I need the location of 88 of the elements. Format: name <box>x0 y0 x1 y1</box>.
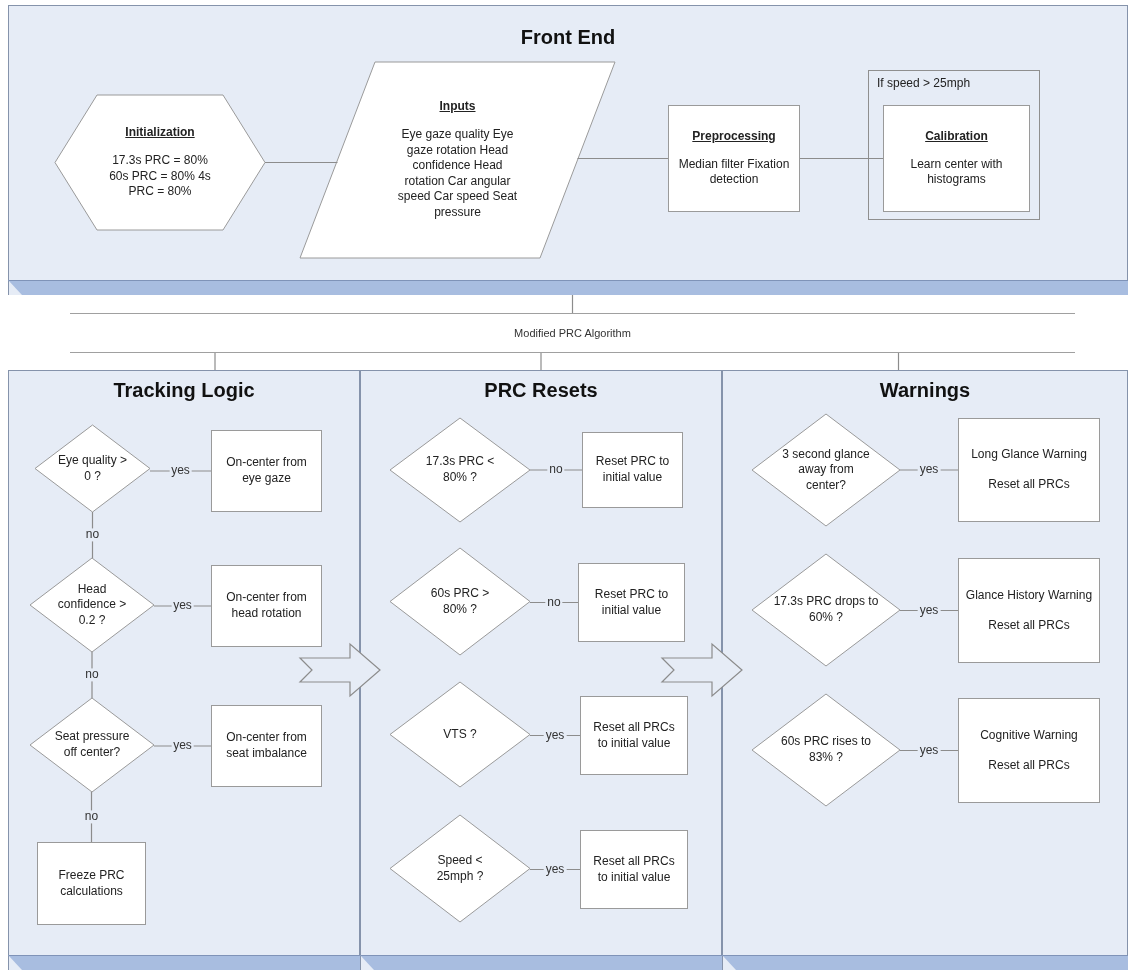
heading-text: Calibration <box>925 129 988 145</box>
condition-text: 3 second glance away from center? <box>781 446 871 494</box>
process-box <box>580 830 688 909</box>
box-text: Reset all PRCs <box>988 617 1070 634</box>
box-text: Reset all PRCs to initial value <box>592 853 676 886</box>
decision-diamond <box>390 548 530 655</box>
connector-line <box>149 470 212 472</box>
process-box <box>958 418 1100 522</box>
process-box <box>578 563 685 642</box>
edge-label: yes <box>917 463 941 477</box>
edge-label: no <box>83 668 101 682</box>
decision-diamond <box>390 815 530 922</box>
decision-diamond <box>752 414 900 526</box>
condition-text: Head confidence > 0.2 ? <box>56 581 128 629</box>
box-text: Reset all PRCs <box>988 757 1070 774</box>
panel <box>8 370 360 970</box>
box-text: On-center from eye gaze <box>225 455 308 487</box>
box-text: Learn center with histograms <box>909 156 1004 188</box>
process-box <box>883 105 1030 212</box>
band-label: Modified PRC Algorithm <box>514 327 631 339</box>
decision-diamond <box>390 418 530 522</box>
condition-label: If speed > 25mph <box>877 76 971 90</box>
box-text: Freeze PRC calculations <box>57 867 126 900</box>
process-box <box>580 696 688 775</box>
edge-label: yes <box>169 464 192 478</box>
connector-line <box>264 161 339 164</box>
box-text: Median filter Fixation detection <box>677 156 791 188</box>
heading-text: Initialization <box>125 125 195 141</box>
connector-line <box>214 352 216 371</box>
connector-line <box>571 294 574 314</box>
shape-text: Eye gaze quality Eye gaze rotation Head confidence Head rotation Car angular speed Car speed Seat pressure <box>397 127 518 221</box>
decision-diamond <box>30 558 154 652</box>
panel-title: Tracking Logic <box>112 379 256 402</box>
decision-diamond <box>35 425 150 512</box>
condition-text: 17.3s PRC drops to 60% ? <box>773 594 879 626</box>
condition-text: Seat pressure off center? <box>53 729 131 761</box>
decision-diamond <box>752 694 900 806</box>
connector-line <box>799 157 884 160</box>
box-text: Reset all PRCs to initial value <box>592 719 676 752</box>
condition-text: Speed < 25mph ? <box>435 852 485 885</box>
panel-title: PRC Resets <box>483 379 599 402</box>
condition-frame <box>868 70 1040 220</box>
edge-label: yes <box>171 739 194 753</box>
connector-line <box>90 791 93 843</box>
process-box <box>958 698 1100 803</box>
connector-line <box>576 157 669 160</box>
panel-title: Warnings <box>878 379 972 402</box>
panel-title: Front End <box>519 26 617 49</box>
heading-text: Preprocessing <box>692 129 776 145</box>
box-text: Long Glance Warning <box>971 447 1087 463</box>
panel <box>360 370 722 970</box>
condition-text: 60s PRC rises to 83% ? <box>780 734 872 766</box>
process-box <box>211 430 322 512</box>
process-box <box>211 705 322 787</box>
decision-diamond <box>30 698 154 792</box>
box-text: Reset PRC to initial value <box>595 454 670 486</box>
process-box <box>37 842 146 925</box>
box-text: On-center from head rotation <box>225 590 308 622</box>
shape-text: 17.3s PRC = 80% 60s PRC = 80% 4s PRC = 80% <box>108 152 212 200</box>
condition-text: VTS ? <box>443 726 477 743</box>
condition-text: Eye quality > 0 ? <box>57 452 128 485</box>
panel <box>722 370 1128 970</box>
process-box <box>668 105 800 212</box>
block-arrow <box>660 642 743 698</box>
decision-diamond <box>752 554 900 666</box>
connector-line <box>153 745 212 747</box>
box-text: Reset all PRCs <box>988 477 1070 493</box>
decision-diamond <box>390 682 530 787</box>
panel <box>8 5 1128 295</box>
box-text: Reset PRC to initial value <box>593 586 670 619</box>
process-box <box>958 558 1100 663</box>
connector-line <box>897 352 900 371</box>
box-text: Cognitive Warning <box>980 727 1078 744</box>
hexagon-shape <box>55 95 265 230</box>
heading-text: Inputs <box>439 99 476 115</box>
condition-text: 17.3s PRC < 80% ? <box>424 454 496 486</box>
box-text: On-center from seat imbalance <box>225 730 308 762</box>
edge-label: yes <box>171 599 194 613</box>
connector-line <box>153 605 212 607</box>
box-text: Glance History Warning <box>965 587 1093 604</box>
process-box <box>582 432 683 508</box>
algorithm-band <box>70 313 1075 353</box>
connector-line <box>91 511 94 559</box>
parallelogram-shape <box>300 62 615 258</box>
connector-line <box>540 352 542 371</box>
condition-text: 60s PRC > 80% ? <box>429 585 491 618</box>
process-box <box>211 565 322 647</box>
block-arrow <box>298 642 381 698</box>
